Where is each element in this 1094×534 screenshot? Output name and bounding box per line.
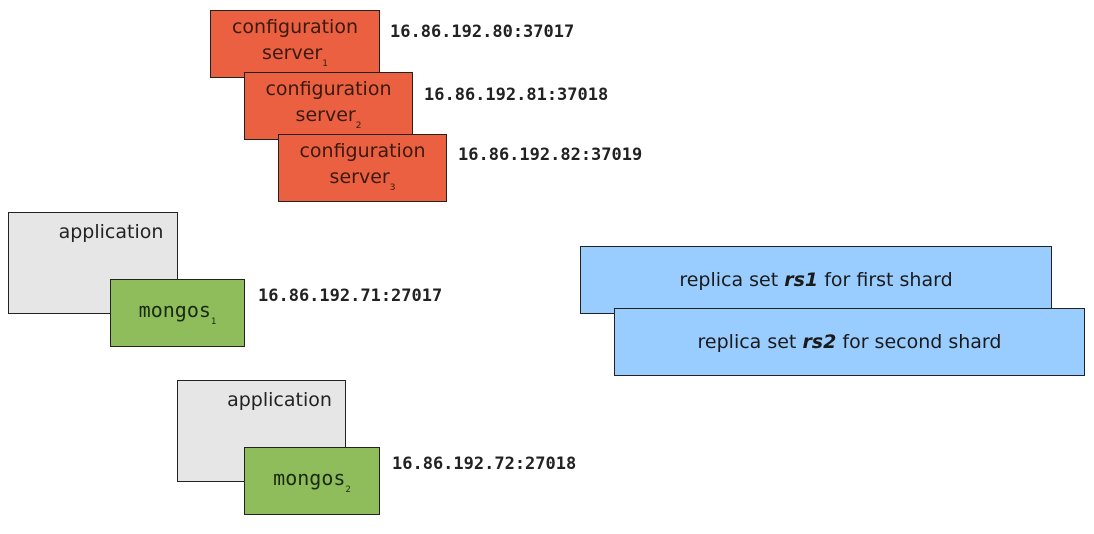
config-server-2-address: 16.86.192.81:37018	[424, 85, 609, 105]
config-server-2-label: configuration	[265, 78, 392, 100]
config-server-3-address: 16.86.192.82:37019	[458, 145, 643, 165]
application-2-label: application	[227, 389, 332, 411]
config-server-1: configuration server1	[210, 10, 380, 78]
config-server-1-label: configuration	[231, 16, 359, 38]
config-server-2-label2: server	[295, 104, 356, 126]
config-server-1-address: 16.86.192.80:37017	[390, 22, 575, 42]
replica-set-rs2-suffix: for second shard	[836, 331, 1002, 353]
mongos-2-label: mongos	[273, 466, 346, 490]
config-server-1-index: 1	[322, 59, 328, 69]
mongos-2-address: 16.86.192.72:27018	[392, 454, 577, 474]
replica-set-rs2-prefix: replica set	[697, 331, 803, 353]
config-server-1-label2: server	[262, 42, 323, 64]
replica-set-rs1-suffix: for first shard	[818, 269, 953, 291]
mongos-1-address: 16.86.192.71:27017	[258, 286, 443, 306]
config-server-2-index: 2	[355, 121, 362, 131]
mongos-1-label: mongos	[138, 298, 211, 322]
mongos-2: mongos2	[244, 447, 380, 515]
replica-set-rs1-name: rs1	[784, 269, 819, 291]
config-server-3-label: configuration	[299, 140, 426, 162]
application-1: application	[8, 212, 178, 314]
config-server-3-label2: server	[329, 166, 390, 188]
mongos-1-index: 1	[210, 317, 217, 327]
config-server-3-index: 3	[389, 183, 396, 193]
mongos-2-index: 2	[345, 485, 351, 495]
replica-set-rs2-name: rs2	[802, 331, 837, 353]
mongos-1: mongos1	[110, 279, 245, 347]
application-1-label: application	[58, 221, 164, 243]
replica-set-rs1-prefix: replica set	[679, 269, 785, 291]
config-server-3: configuration server3	[278, 134, 447, 202]
config-server-2: configuration server2	[244, 72, 413, 140]
replica-set-rs2: replica set rs2 for second shard	[614, 308, 1085, 376]
replica-set-rs1: replica set rs1 for first shard	[580, 246, 1052, 314]
